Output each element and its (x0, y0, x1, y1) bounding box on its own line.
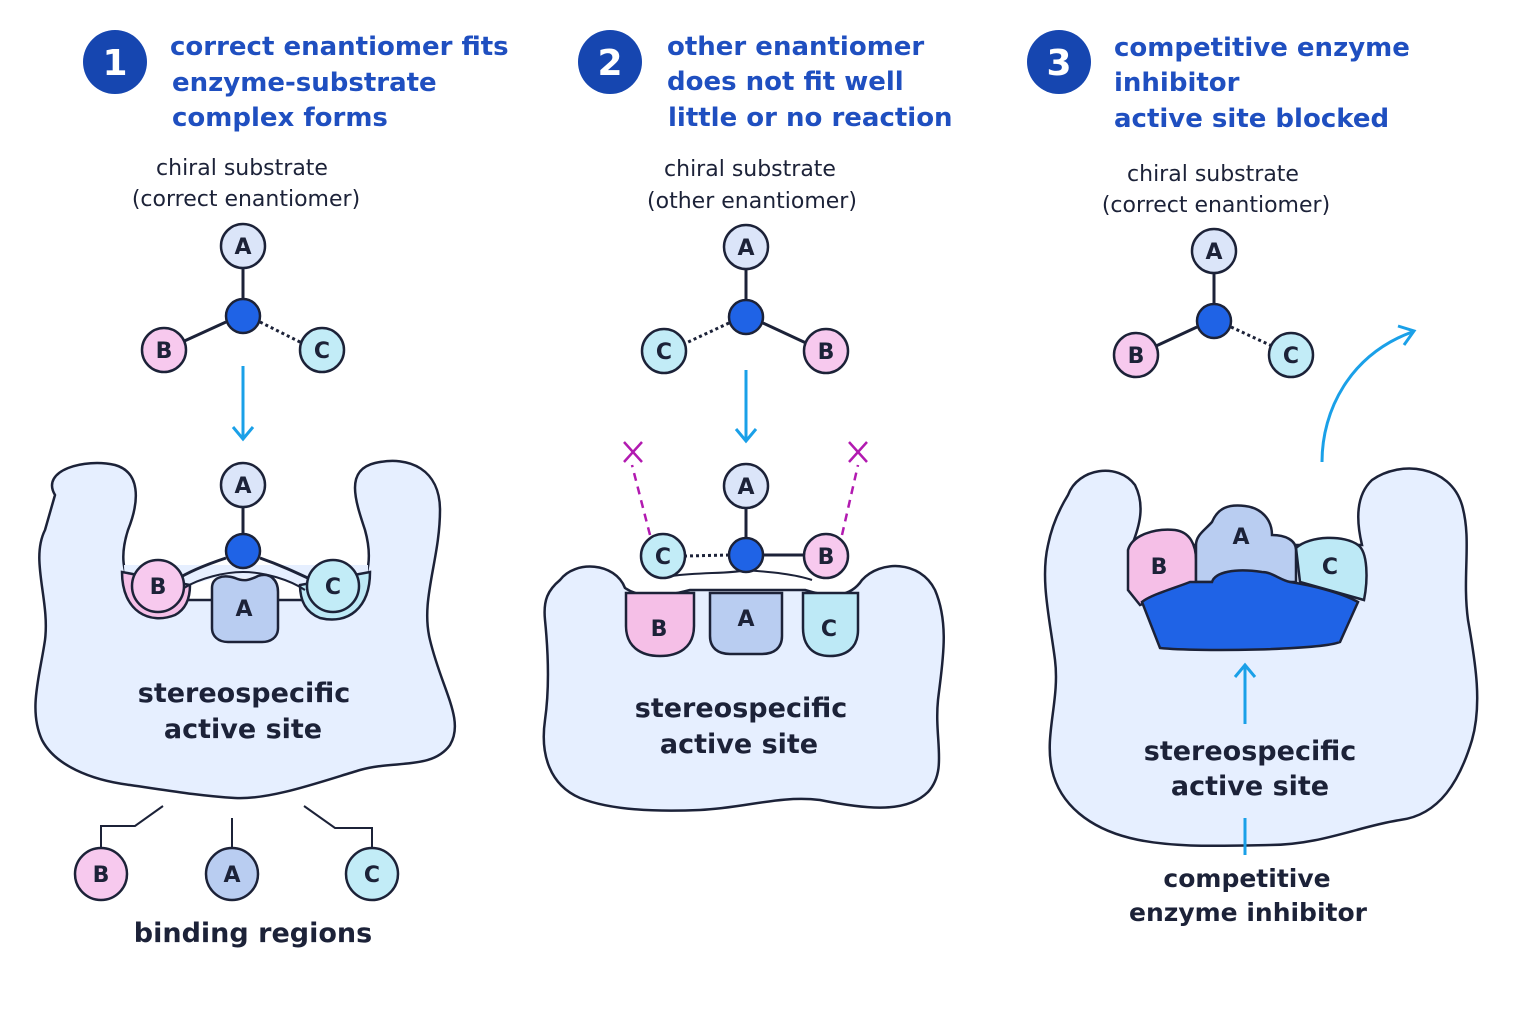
panel-1: 1 correct enantiomer fits enzyme-substra… (34, 30, 509, 949)
bound-substrate-1: A B C (130, 461, 361, 614)
active-site-label-2-line-1: stereospecific (635, 693, 847, 724)
rejected-arrow (1320, 324, 1417, 463)
substrate-label-2-line-1: chiral substrate (664, 157, 836, 182)
step-3-badge: 3 (1027, 30, 1091, 94)
approach-arrow-1 (231, 366, 255, 442)
pocket-a-label: A (235, 597, 252, 622)
svg-text:C: C (1322, 555, 1338, 580)
approach-arrow-2 (734, 370, 758, 444)
inhibitor-label-line-1: competitive (1163, 864, 1330, 893)
svg-text:B: B (1128, 344, 1145, 369)
active-site-label-2-line-2: active site (660, 729, 818, 760)
svg-text:C: C (314, 339, 330, 364)
binding-regions-legend: B A C binding regions (73, 805, 400, 949)
group-b (140, 326, 188, 374)
svg-text:B: B (93, 863, 110, 888)
chiral-center (224, 297, 262, 335)
binding-pocket-c (1294, 536, 1368, 602)
step-3-caption-line-1: competitive enzyme (1114, 33, 1410, 63)
active-site-label-3-line-2: active site (1171, 771, 1329, 802)
svg-text:1: 1 (102, 43, 127, 84)
mismatch-markers (623, 441, 868, 536)
svg-text:3: 3 (1046, 43, 1071, 84)
binding-regions-label: binding regions (134, 918, 372, 949)
step-3-caption-line-3: active site blocked (1114, 104, 1389, 134)
svg-text:A: A (234, 474, 251, 499)
group-c (298, 326, 346, 374)
substrate-label-2-line-2: (other enantiomer) (647, 189, 857, 214)
step-1-caption-line-3: complex forms (172, 103, 388, 133)
inhibitor-label-line-2: enzyme inhibitor (1129, 898, 1368, 927)
svg-text:A: A (1232, 525, 1249, 550)
substrate-molecule-2: A C B (640, 223, 850, 375)
panel-2: 2 other enantiomer does not fit well lit… (542, 30, 953, 812)
competitive-inhibitor (1140, 569, 1360, 652)
step-2-badge: 2 (578, 30, 642, 94)
svg-text:A: A (223, 863, 240, 888)
substrate-label-1-line-2: (correct enantiomer) (132, 187, 360, 212)
svg-text:B: B (156, 339, 173, 364)
substrate-molecule-3: A B C (1112, 227, 1315, 379)
substrate-label-3-line-1: chiral substrate (1127, 162, 1299, 187)
svg-text:B: B (818, 545, 835, 570)
step-1-caption-line-1: correct enantiomer fits (170, 32, 509, 62)
step-1-caption-line-2: enzyme-substrate (172, 68, 437, 98)
svg-text:A: A (234, 235, 251, 260)
step-3-caption-line-2: inhibitor (1114, 68, 1240, 98)
svg-text:C: C (364, 863, 380, 888)
binding-pocket-b (624, 591, 696, 658)
svg-text:C: C (656, 340, 672, 365)
inhibitor-pointer-arrow (1233, 662, 1257, 855)
substrate-label-3-line-2: (correct enantiomer) (1102, 193, 1330, 218)
svg-text:A: A (1205, 240, 1222, 265)
svg-text:A: A (737, 475, 754, 500)
step-2-caption-line-1: other enantiomer (667, 32, 924, 62)
step-1-badge: 1 (83, 30, 147, 94)
svg-text:C: C (655, 545, 671, 570)
svg-text:B: B (818, 340, 835, 365)
group-a (219, 222, 267, 270)
step-2-caption-line-2: does not fit well (667, 67, 904, 97)
binding-pocket-a (708, 591, 784, 656)
svg-text:B: B (150, 575, 167, 600)
svg-text:B: B (651, 617, 668, 642)
svg-text:2: 2 (597, 43, 622, 84)
panel-3: 3 competitive enzyme inhibitor active si… (1027, 30, 1479, 927)
svg-text:C: C (325, 575, 341, 600)
active-site-label-1-line-2: active site (164, 714, 322, 745)
svg-text:A: A (737, 607, 754, 632)
svg-text:B: B (1151, 555, 1168, 580)
binding-pocket-a (1194, 504, 1298, 584)
active-site-label-1-line-1: stereospecific (138, 678, 350, 709)
substrate-label-1-line-1: chiral substrate (156, 156, 328, 181)
svg-text:C: C (821, 617, 837, 642)
svg-text:A: A (737, 236, 754, 261)
substrate-molecule-1: A B C (140, 222, 346, 374)
active-site-label-3-line-1: stereospecific (1144, 736, 1356, 767)
svg-text:C: C (1283, 344, 1299, 369)
binding-pocket-a (210, 573, 280, 644)
step-2-caption-line-3: little or no reaction (668, 103, 953, 133)
bound-substrate-2: A C B (639, 462, 850, 580)
binding-pocket-c (801, 591, 860, 658)
